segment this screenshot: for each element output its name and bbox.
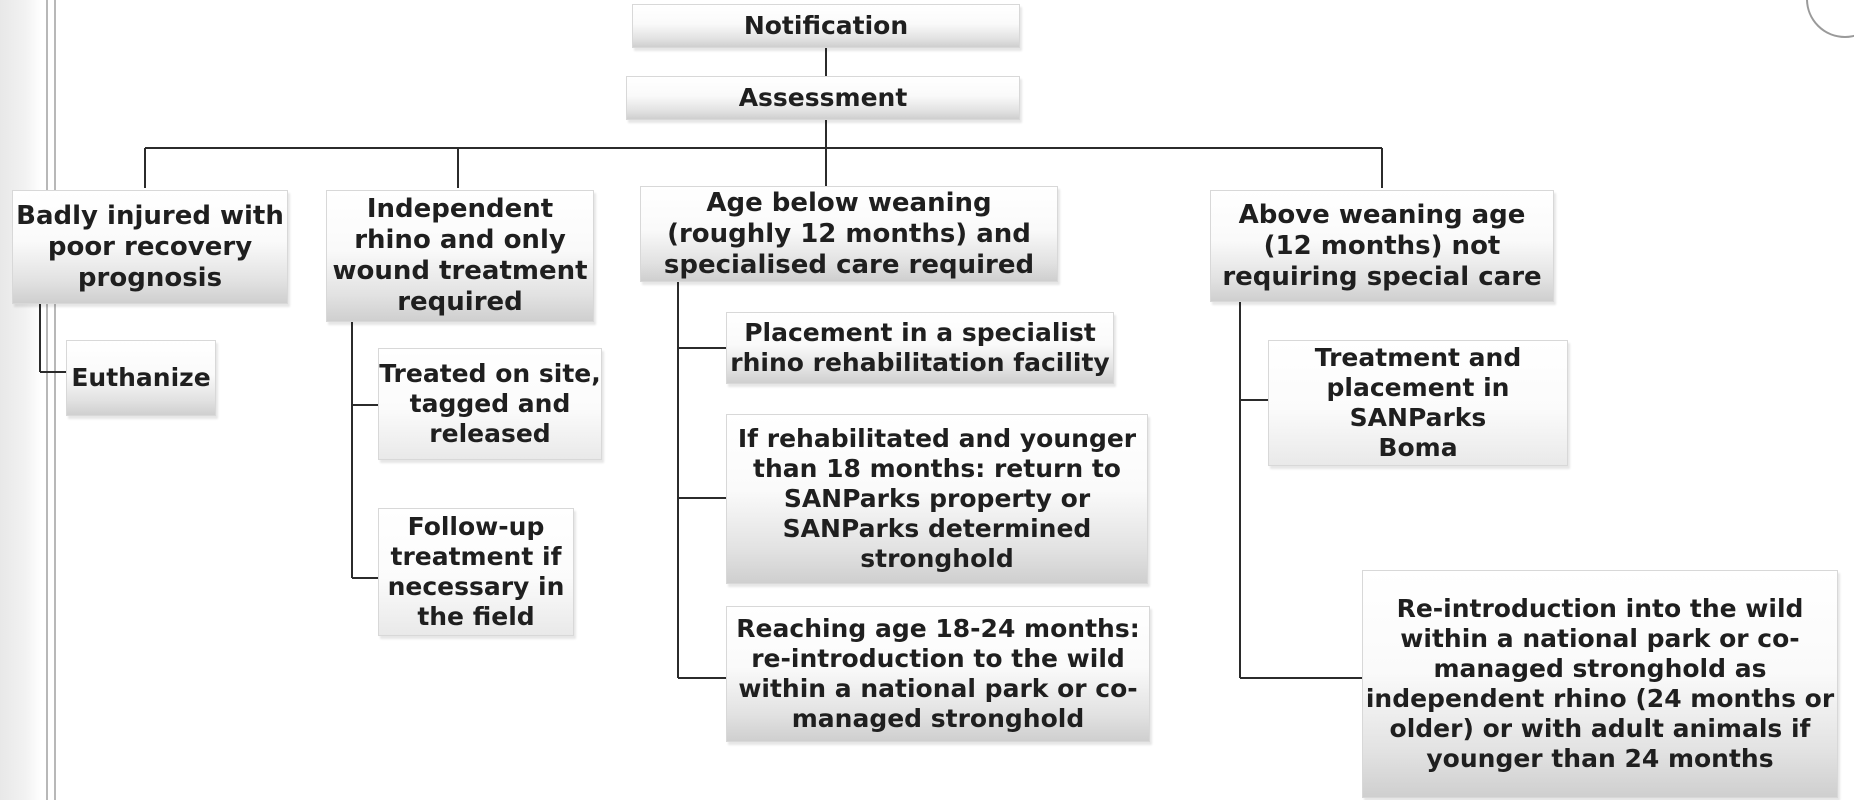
margin-rule-right — [54, 0, 56, 800]
node-assessment: Assessment — [626, 76, 1020, 120]
node-branch-injured: Badly injured with poor recovery prognos… — [12, 190, 288, 304]
node-step-follow-up-treatment: Follow-up treatment if necessary in the … — [378, 508, 574, 636]
margin-rule-left — [46, 0, 48, 800]
node-branch-independent: Independent rhino and only wound treatme… — [326, 190, 594, 322]
node-branch-below-weaning: Age below weaning (roughly 12 months) an… — [640, 186, 1058, 282]
node-step-treated-on-site: Treated on site, tagged and released — [378, 348, 602, 460]
node-step-specialist-placement: Placement in a specialist rhino rehabili… — [726, 312, 1114, 384]
node-step-reintroduction-independent: Re-introduction into the wild within a n… — [1362, 570, 1838, 798]
node-step-reintroduction-18-24: Reaching age 18-24 months: re-introducti… — [726, 606, 1150, 742]
node-notification: Notification — [632, 4, 1020, 48]
node-step-sanparks-boma: Treatment and placement in SANParks Boma — [1268, 340, 1568, 466]
page-margin-shading — [0, 0, 42, 800]
node-step-euthanize: Euthanize — [66, 340, 216, 416]
node-branch-above-weaning: Above weaning age (12 months) not requir… — [1210, 190, 1554, 302]
node-step-return-to-sanparks: If rehabilitated and younger than 18 mon… — [726, 414, 1148, 584]
